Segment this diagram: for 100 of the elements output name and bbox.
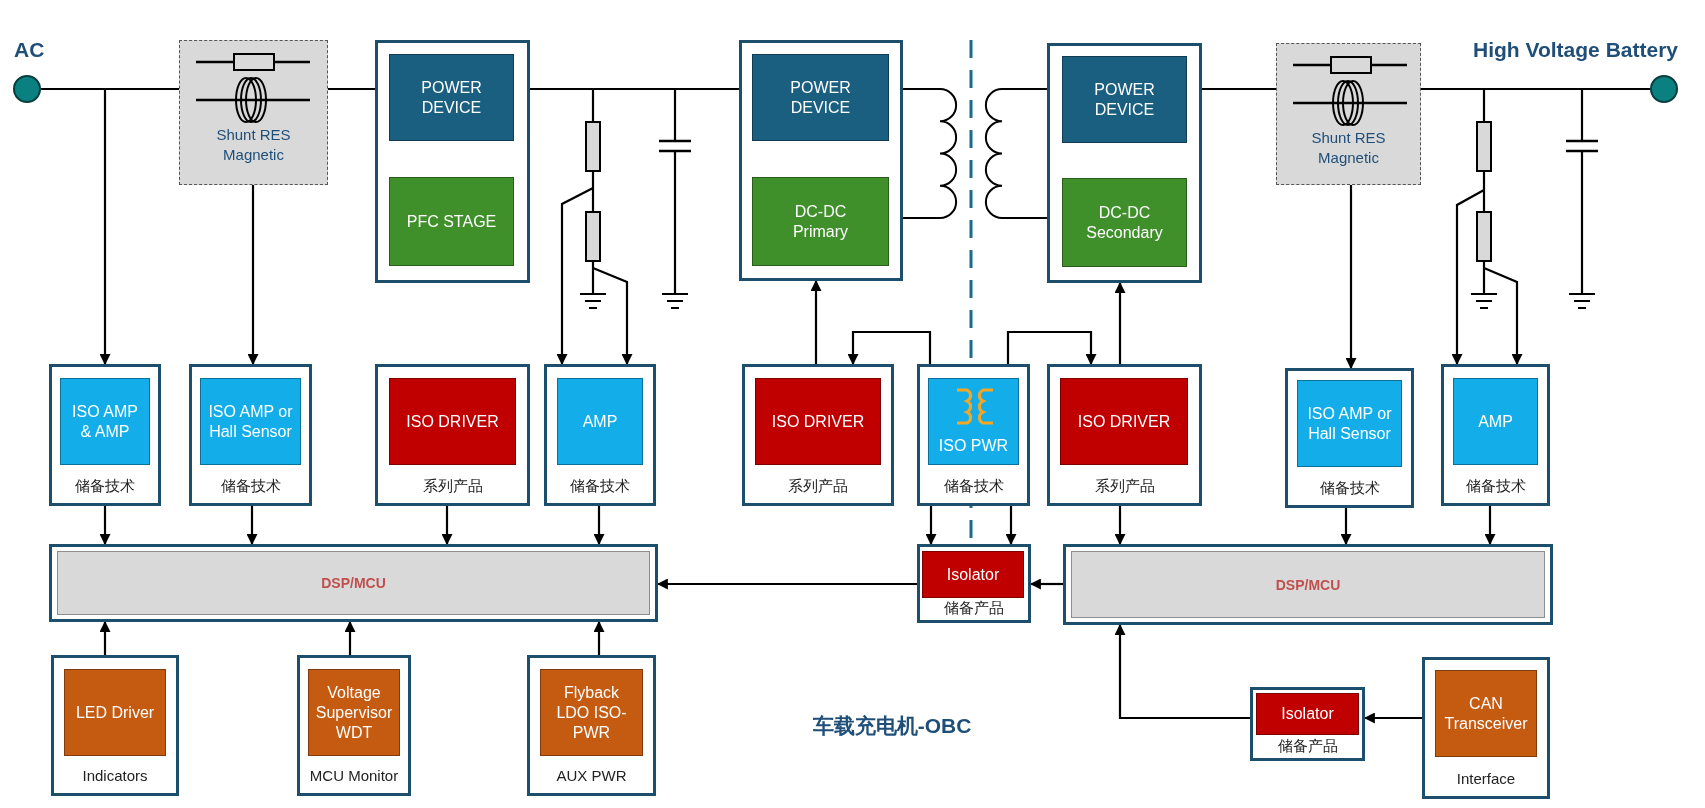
arrow (592, 267, 633, 366)
caption-text: 储备技术 (942, 477, 1005, 495)
block-label: ISO DRIVER (1076, 411, 1172, 432)
peripheral-block (64, 669, 166, 756)
caption-text: 储备产品 (943, 599, 1005, 617)
connector-line (1421, 87, 1650, 91)
amplifier-block (1453, 378, 1538, 465)
block-label: POWER DEVICE (420, 77, 483, 118)
block-label: POWER DEVICE (789, 77, 852, 118)
module-frame (297, 655, 411, 796)
shunt-sensor-box (1276, 43, 1421, 185)
diagram-title: 车载充电机-OBC (811, 713, 973, 739)
block-label: ISO PWR (937, 436, 1010, 456)
arrow (344, 620, 356, 655)
terminal-label: AC (14, 38, 45, 62)
arrow (593, 506, 605, 546)
arrow (1005, 506, 1017, 546)
block-label: PFC STAGE (405, 211, 498, 232)
block-label: Flyback LDO ISO-PWR (555, 682, 628, 743)
arrow (1451, 189, 1485, 366)
module-frame (917, 364, 1030, 506)
block-label: ISO AMP or Hall Sensor (207, 401, 294, 442)
arrow (1363, 712, 1422, 724)
module-frame (1047, 43, 1202, 283)
connector-line (530, 87, 739, 91)
block-label: LED Driver (74, 702, 156, 723)
connector-line (328, 87, 375, 91)
caption-text: 系列产品 (1093, 477, 1156, 495)
block-label: ISO DRIVER (770, 411, 866, 432)
amplifier-block (557, 378, 643, 465)
arrow (1114, 281, 1126, 364)
module-frame (375, 40, 530, 283)
arrow (99, 506, 111, 546)
module-frame (1047, 364, 1202, 506)
power-device-block (389, 54, 514, 141)
block-label: DSP/MCU (320, 574, 387, 593)
arrow (656, 578, 917, 590)
amplifier-block (1297, 380, 1402, 467)
peripheral-block (540, 669, 643, 756)
arrow (1484, 506, 1496, 546)
power-device-block (752, 54, 889, 141)
amplifier-block (200, 378, 301, 465)
terminal-label: High Voltage Battery (1473, 38, 1678, 62)
driver-block (1060, 378, 1188, 465)
block-label: ISO DRIVER (405, 411, 500, 432)
power-device-block (1062, 56, 1187, 143)
caption-text: Interface (1455, 770, 1517, 788)
caption-text: Indicators (81, 767, 149, 785)
block-label: CAN Transceiver (1443, 693, 1529, 734)
converter-block (1062, 178, 1187, 267)
peripheral-block (1435, 670, 1537, 757)
shunt-sensor-box (179, 40, 328, 185)
connector-line (1202, 87, 1276, 91)
arrow (1114, 623, 1250, 720)
block-label: DC-DC Secondary (1085, 202, 1164, 243)
block-label: ISO AMP & AMP (71, 401, 139, 442)
arrow (41, 87, 111, 366)
module-frame (739, 40, 903, 281)
controller-block (1071, 551, 1545, 618)
module-frame (527, 655, 656, 796)
driver-block (755, 378, 881, 465)
module-frame (544, 364, 656, 506)
block-label: Voltage Supervisor WDT (314, 682, 394, 743)
caption-text: 系列产品 (421, 477, 484, 495)
driver-block (389, 378, 516, 465)
arrow (1114, 506, 1126, 546)
caption-text: 储备产品 (1276, 737, 1339, 755)
block-label: Isolator (945, 564, 1001, 585)
caption-text: 储备技术 (1318, 479, 1381, 497)
block-label: Isolator (1280, 704, 1335, 724)
caption-text: 系列产品 (787, 477, 849, 495)
arrow (556, 187, 594, 366)
caption-text: 储备技术 (1464, 477, 1527, 495)
arrow (925, 506, 937, 546)
arrow (810, 279, 822, 364)
converter-block (752, 177, 889, 266)
amplifier-block (60, 378, 150, 465)
block-label: AMP (581, 411, 619, 432)
amplifier-block (928, 378, 1019, 465)
module-frame (51, 655, 179, 796)
arrow (1006, 330, 1097, 366)
arrow (1345, 185, 1357, 370)
arrow (247, 185, 259, 366)
caption-text: 储备技术 (219, 477, 282, 495)
module-frame (1250, 687, 1365, 761)
block-label: AMP (1477, 411, 1514, 432)
arrow (1029, 578, 1063, 590)
module-frame (49, 364, 161, 506)
controller-block (57, 551, 650, 615)
module-frame (742, 364, 894, 506)
caption-text: AUX PWR (555, 767, 628, 785)
caption-text: 储备技术 (569, 477, 631, 495)
converter-block (389, 177, 514, 266)
module-frame (1063, 544, 1553, 625)
driver-block (1256, 693, 1359, 735)
caption-text: 储备技术 (74, 477, 136, 495)
block-label: DSP/MCU (1274, 575, 1342, 595)
module-frame (375, 364, 530, 506)
block-label: DC-DC Primary (791, 201, 850, 242)
module-frame (49, 544, 658, 622)
